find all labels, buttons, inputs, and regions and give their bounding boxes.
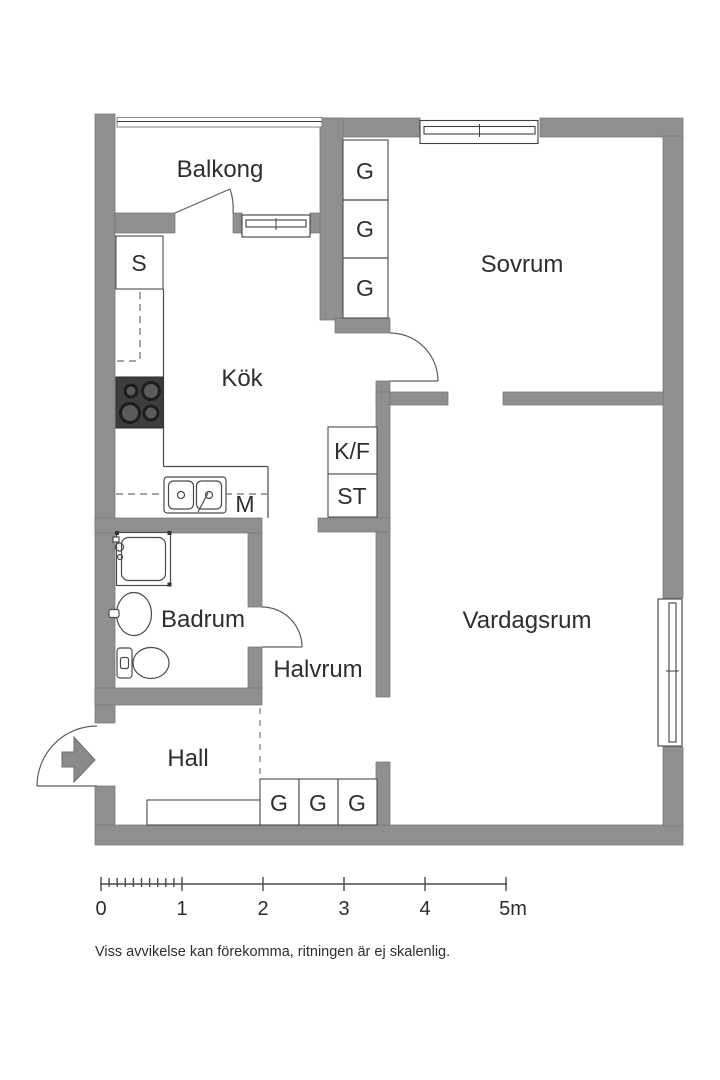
cabinet-kf: [327, 426, 378, 475]
wall-segment: [662, 746, 684, 827]
closet-label-s: S: [131, 250, 146, 276]
scale-label-3: 3: [338, 898, 349, 920]
label-m: M: [235, 491, 254, 517]
wall-segment: [94, 687, 263, 706]
wall-segment: [94, 785, 116, 826]
window-kok: [241, 214, 311, 238]
wall-segment: [247, 646, 263, 689]
wall-segment: [502, 391, 664, 406]
closet-label-kf: K/F: [334, 438, 370, 464]
scale-minor-ticks: [108, 878, 175, 887]
window-sovrum: [419, 119, 539, 145]
toilet: [116, 646, 170, 680]
scale-label-2: 2: [257, 898, 268, 920]
wall-segment: [375, 391, 391, 698]
stove: [115, 376, 164, 429]
closet-label-g: G: [356, 158, 374, 184]
scale-bar: 0 1 2 3 4 5m: [95, 877, 527, 920]
door-balkong: [174, 188, 234, 214]
closet-label-st: ST: [337, 483, 366, 509]
room-label-badrum: Badrum: [161, 606, 245, 633]
wall-segment: [317, 517, 391, 533]
closet-column-g: [342, 139, 389, 319]
closet-label-g: G: [348, 790, 366, 816]
scale-label-0: 0: [95, 898, 106, 920]
window-vardagsrum: [657, 598, 683, 747]
wall-segment: [386, 391, 449, 406]
room-label-kok: Kök: [221, 365, 263, 392]
room-label-balkong: Balkong: [177, 156, 264, 183]
closet-label-g: G: [356, 216, 374, 242]
scale-label-4: 4: [419, 898, 430, 920]
closet-label-g: G: [356, 275, 374, 301]
entrance-arrow-icon: [61, 735, 96, 784]
wall-segment: [334, 317, 391, 334]
bathroom-sink: [108, 591, 153, 637]
wall-segment: [114, 212, 176, 234]
room-label-halvrum: Halvrum: [273, 656, 362, 683]
wall-segment: [539, 117, 684, 138]
closet-row-g: [259, 778, 378, 826]
kitchen-sink: [163, 476, 227, 514]
wall-segment: [232, 212, 243, 234]
closet-label-g: G: [309, 790, 327, 816]
scale-label-1: 1: [176, 898, 187, 920]
hall-bench: [146, 799, 261, 826]
balcony-railing: [116, 116, 323, 128]
walls: [94, 113, 684, 846]
shower-corner: [115, 531, 119, 535]
wall-segment: [662, 135, 684, 599]
wall-segment: [94, 824, 684, 846]
wall-segment: [247, 532, 263, 608]
wall-segment: [94, 517, 263, 534]
scale-label-5m: 5m: [499, 898, 527, 920]
wall-segment: [94, 113, 116, 724]
room-label-vardagsrum: Vardagsrum: [463, 607, 592, 634]
door-sovrum: [389, 332, 439, 382]
shower: [112, 531, 172, 587]
disclaimer-text: Viss avvikelse kan förekomma, ritningen …: [95, 944, 450, 960]
wall-segment: [319, 117, 344, 321]
shower-corner: [167, 531, 172, 535]
closet-label-g: G: [270, 790, 288, 816]
room-label-sovrum: Sovrum: [481, 251, 564, 278]
door-badrum: [261, 606, 303, 648]
closet-s: [115, 235, 164, 290]
door-entrance: [36, 725, 98, 787]
wall-segment: [375, 761, 391, 826]
room-label-hall: Hall: [167, 745, 208, 772]
shower-corner: [167, 582, 172, 587]
cabinet-st: [327, 473, 378, 518]
